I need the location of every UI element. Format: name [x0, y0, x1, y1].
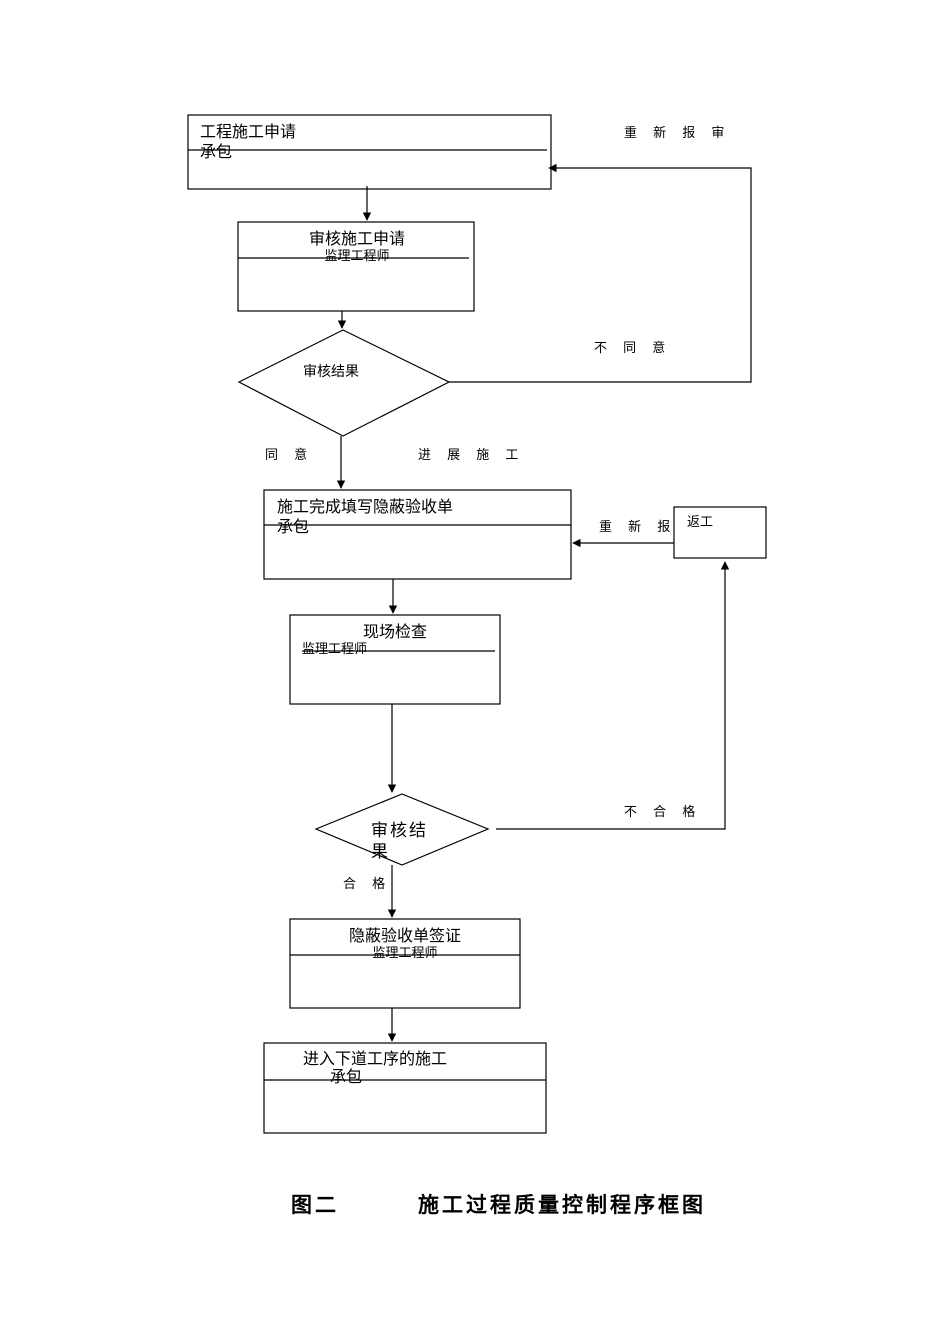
decision-1-label: 审核结果	[303, 364, 359, 380]
box-next-role: 承包	[330, 1067, 362, 1086]
box-apply	[187, 114, 552, 190]
box-rework	[673, 506, 767, 559]
box-review	[237, 221, 475, 312]
decision-1-diamond	[237, 329, 451, 437]
label-disagree: 不 同 意	[594, 340, 671, 356]
box-sign-title: 隐蔽验收单签证	[349, 926, 461, 945]
caption-title: 施工过程质量控制程序框图	[418, 1193, 706, 1217]
box-fill-form-role: 承包	[277, 517, 309, 536]
label-resubmit: 重 新 报	[599, 519, 676, 535]
label-agree: 同 意	[265, 447, 313, 463]
box-apply-role: 承包	[200, 142, 232, 161]
box-review-title: 审核施工申请	[309, 229, 405, 248]
label-proceed: 进 展 施 工	[418, 448, 524, 463]
label-qualified: 合 格	[343, 876, 391, 892]
box-next	[263, 1042, 547, 1134]
arrow-disagree-loop	[449, 163, 752, 383]
box-fill-form	[263, 489, 572, 580]
box-inspect-title: 现场检查	[363, 622, 427, 641]
box-sign	[289, 918, 521, 1009]
box-inspect	[289, 614, 501, 705]
box-next-title: 进入下道工序的施工	[303, 1049, 447, 1068]
label-unqualified: 不 合 格	[624, 804, 701, 820]
decision-2-label-line1: 审核结	[371, 821, 428, 841]
box-inspect-role: 监理工程师	[302, 642, 367, 657]
box-review-role: 监理工程师	[324, 249, 389, 264]
box-fill-form-title: 施工完成填写隐蔽验收单	[277, 497, 453, 516]
arrow-unqualified-to-rework	[496, 561, 730, 830]
box-sign-role: 监理工程师	[372, 946, 437, 961]
label-resubmit-review: 重 新 报 审	[624, 125, 730, 141]
box-rework-title: 返工	[687, 515, 713, 530]
decision-2-label-line2: 果	[371, 842, 390, 862]
decision-2-diamond	[314, 793, 490, 866]
caption-figure-number: 图二	[291, 1193, 339, 1217]
box-apply-title: 工程施工申请	[200, 122, 296, 141]
